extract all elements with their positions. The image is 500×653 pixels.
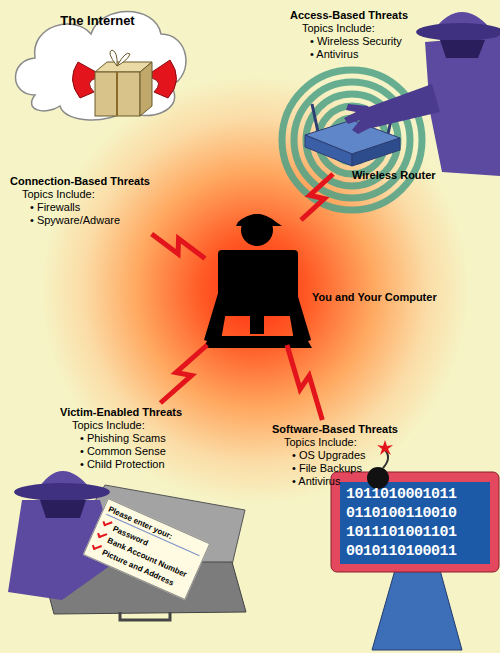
monitor-silhouette [250, 316, 264, 334]
hacker-arm [366, 84, 440, 128]
hooded-hacker [344, 12, 500, 176]
internet-cloud: The Internet [5, 0, 190, 125]
package-box [140, 62, 152, 116]
lightning-bolt [160, 345, 207, 403]
monitor-frame [331, 472, 499, 572]
package [72, 50, 176, 116]
user-silhouette [236, 214, 282, 226]
threat-heading: Software-Based Threats [272, 423, 408, 436]
threat-group: Victim-Enabled ThreatsTopics Include:• P… [58, 403, 208, 471]
wireless-signal [282, 70, 422, 210]
threat-group: Access-Based ThreatsTopics Include:• Wir… [288, 6, 495, 174]
part-label: Wireless Router [352, 169, 436, 181]
threat-heading: Access-Based Threats [290, 9, 493, 22]
package-box [95, 72, 140, 116]
monitor [331, 472, 499, 650]
note-card: Please enter your:PasswordBank Account N… [83, 498, 211, 600]
cloud-shape [16, 12, 186, 121]
hacker-face [40, 500, 86, 518]
devil-horn [152, 60, 177, 98]
package-box [95, 62, 152, 72]
router-antenna [388, 106, 394, 134]
hacker-face [440, 40, 485, 58]
lightning-bolt [287, 345, 322, 420]
hacker-cloak [425, 36, 500, 176]
topic-item: • Spyware/Adware [30, 214, 158, 227]
devil-horn [72, 62, 96, 98]
user-computer: You and Your Computer [205, 220, 310, 345]
bomb-body [367, 467, 389, 489]
wireless-signal [282, 70, 422, 210]
lightning-bolt [152, 234, 205, 258]
cloud-label: The Internet [5, 0, 190, 27]
bomb [367, 440, 393, 489]
topic-item: • Firewalls [30, 201, 158, 214]
binary-digits: 0110100110010 [346, 504, 457, 523]
hacker-hat [36, 471, 90, 492]
monitor-stand [372, 570, 462, 650]
topic-item: • Child Protection [80, 458, 206, 471]
hacker-hat [14, 483, 110, 501]
user-silhouette [204, 290, 228, 346]
router-body [352, 138, 400, 166]
threat-group: Software-Based ThreatsTopics Include:• O… [270, 420, 410, 495]
router-antenna [312, 104, 318, 132]
topics-label: Topics Include: [302, 22, 493, 35]
lightning-bolt [301, 174, 333, 220]
threat-group: Connection-Based ThreatsTopics Include:•… [8, 172, 160, 234]
hacker-hat [416, 23, 500, 41]
user-silhouette [287, 290, 311, 346]
package-bow [110, 50, 130, 66]
bomb-fuse [383, 450, 388, 468]
user-silhouette [203, 214, 312, 348]
topic-item: • Wireless Security [310, 35, 493, 48]
threat-heading: Connection-Based Threats [10, 175, 158, 188]
threat-heading: Victim-Enabled Threats [60, 406, 206, 419]
topics-label: Topics Include: [284, 436, 408, 449]
briefcase [40, 485, 246, 620]
binary-digits: 0010110100011 [346, 542, 457, 561]
bomb-spark [377, 440, 393, 455]
monitor-silhouette [218, 250, 298, 316]
topic-item: • OS Upgrades [292, 449, 408, 462]
router-body [305, 135, 352, 166]
topics-label: Topics Include: [22, 188, 158, 201]
topics-label: Topics Include: [72, 419, 206, 432]
binary-digits: 1011010001011 [346, 485, 457, 504]
hacker-hand [344, 104, 374, 134]
topic-item: • File Backups [292, 462, 408, 475]
router [305, 104, 400, 166]
center-label: You and Your Computer [312, 291, 437, 304]
threat-glow [40, 75, 470, 505]
package-ribbon [116, 72, 118, 116]
binary-digits: 1011101001101 [346, 523, 457, 542]
topic-item: • Common Sense [80, 445, 206, 458]
topic-item: • Phishing Scams [80, 432, 206, 445]
hacker-hat [432, 12, 490, 32]
monitor-screen [340, 482, 490, 564]
topic-item: • Antivirus [310, 48, 493, 61]
briefcase-handle [120, 612, 170, 620]
